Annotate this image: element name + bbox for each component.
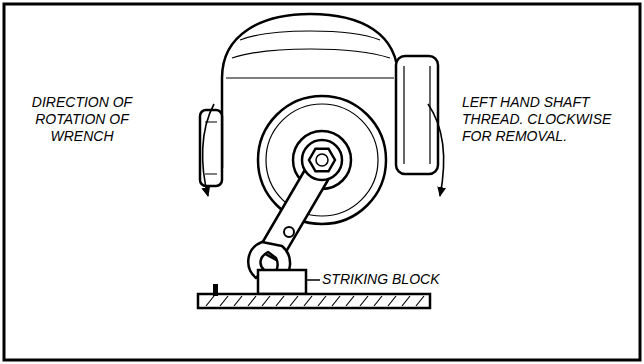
rotation-arrow: [428, 104, 444, 196]
wood-plank: [198, 294, 430, 308]
callout-label: STRIKING BLOCK: [322, 271, 472, 288]
frame-border: [4, 4, 640, 360]
coil-box: [396, 56, 438, 174]
flywheel: [258, 96, 386, 224]
side-cap-detail: [205, 122, 217, 174]
rotation-arrow: [203, 104, 214, 196]
coil-box-detail: [404, 66, 430, 164]
wood-hatching: [206, 296, 424, 306]
leader-line: [306, 279, 320, 281]
striking-block: [258, 270, 306, 294]
block-peg: [213, 284, 218, 296]
shaft-nut: [309, 149, 335, 172]
shaft-end: [316, 154, 328, 166]
housing-detail: [226, 31, 394, 78]
callout-label: LEFT HAND SHAFT THREAD. CLOCKWISE FOR RE…: [462, 94, 630, 145]
flywheel-rim: [266, 104, 378, 216]
callout-label: DIRECTION OF ROTATION OF WRENCH: [28, 94, 136, 145]
wrench-ring: [302, 140, 342, 180]
wrench-hole: [284, 227, 294, 237]
